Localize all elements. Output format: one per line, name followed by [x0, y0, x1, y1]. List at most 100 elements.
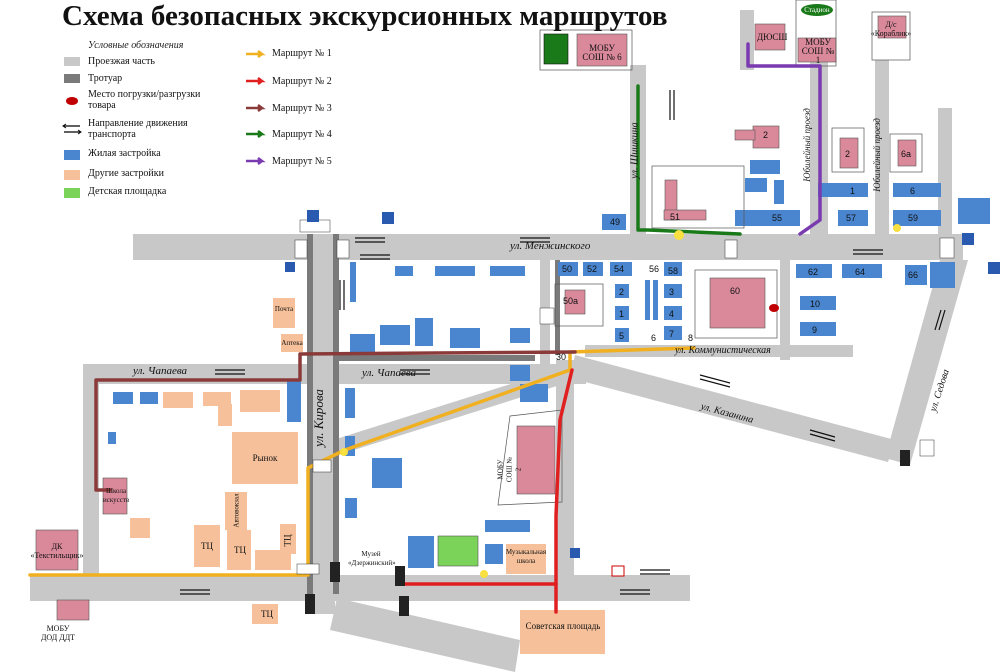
label-muz-shkola: Музыкальная школа	[505, 548, 547, 565]
label-dyussh: ДЮСШ	[757, 32, 788, 42]
num-59: 59	[908, 213, 919, 223]
legend-sidewalk: Тротуар	[88, 73, 123, 84]
num-2-b: 2	[845, 149, 851, 159]
num-49: 49	[610, 217, 621, 227]
label-tc-3: ТЦ	[282, 534, 293, 547]
num-57: 57	[846, 213, 857, 223]
legend-route-2: Маршрут № 2	[272, 76, 332, 87]
street-yubileyny-2: Юбилейный проезд	[871, 118, 882, 192]
num-1: 1	[850, 186, 856, 196]
road-sedova	[885, 260, 968, 465]
sidewalk-chapaeva	[335, 355, 535, 361]
num-56: 56	[649, 264, 660, 274]
street-chapaeva-west: ул. Чапаева	[133, 365, 188, 377]
num-c4: 4	[669, 309, 675, 319]
label-mobu-dod: МОБУ ДОД ДДТ	[40, 624, 76, 642]
legend-route-3: Маршрут № 3	[272, 103, 332, 114]
num-54: 54	[614, 264, 625, 274]
num-64: 64	[855, 267, 866, 277]
crosswalks	[294, 219, 955, 575]
num-55: 55	[772, 213, 783, 223]
num-c3: 3	[669, 287, 675, 297]
legend-route-5: Маршрут № 5	[272, 156, 332, 167]
road-n1	[740, 10, 754, 70]
road-yub2	[875, 60, 889, 236]
route-5	[746, 42, 822, 236]
traffic-arrows	[180, 90, 946, 595]
page-title: Схема безопасных экскурсионных маршрутов	[62, 0, 668, 32]
road-s2	[780, 260, 790, 360]
route-2	[398, 368, 574, 586]
num-2-a: 2	[763, 130, 769, 140]
stadium-field	[543, 33, 569, 65]
street-chapaeva-east: ул. Чапаева	[362, 367, 417, 379]
legend-loading: Место погрузки/разгрузки товара	[88, 89, 201, 111]
label-sosh6: МОБУ СОШ № 6	[582, 43, 622, 62]
stadion-oval	[801, 4, 833, 16]
legend-route-4: Маршрут № 4	[272, 129, 332, 140]
label-apteka: Аптека	[281, 339, 303, 347]
road-ne	[938, 108, 952, 236]
legend-traffic-direction: Направление движения транспорта	[88, 118, 188, 140]
num-6: 6	[910, 186, 916, 196]
legend-route-1: Маршрут № 1	[272, 48, 332, 59]
num-10: 10	[810, 299, 821, 309]
num-50a: 50а	[563, 296, 579, 306]
legend-heading: Условные обозначения	[88, 40, 184, 51]
street-shishkina: ул. Шишкина	[629, 122, 641, 179]
route-4	[636, 84, 742, 236]
label-shkola-iskusstv: Школа искусств	[103, 487, 130, 504]
label-sosh2: МОБУ СОШ № 2	[496, 456, 523, 483]
num-58: 58	[668, 266, 679, 276]
label-stadion: Стадион	[804, 6, 830, 14]
sidewalks	[307, 234, 560, 594]
num-51: 51	[670, 212, 681, 222]
playground	[437, 535, 479, 567]
label-sov-ploshad: Советская площадь	[525, 621, 601, 631]
other-buildings	[130, 298, 605, 654]
legend-other: Другие застройки	[88, 168, 164, 179]
num-30: 30	[556, 352, 567, 362]
num-c2: 2	[619, 287, 625, 297]
sign-markers	[285, 210, 1000, 616]
public-buildings	[35, 15, 917, 621]
street-menzhinskogo: ул. Менжинского	[510, 240, 591, 252]
num-c7: 7	[669, 329, 675, 339]
street-kommunisticheskaya: ул. Коммунистическая	[675, 345, 771, 356]
label-tc-1: ТЦ	[201, 541, 213, 551]
route-1	[28, 346, 696, 577]
label-tc-4: ТЦ	[261, 609, 273, 619]
residential-buildings	[108, 160, 990, 568]
legend-roadway: Проезжая часть	[88, 56, 155, 67]
num-52: 52	[587, 264, 598, 274]
legend-residential: Жилая застройка	[88, 148, 161, 159]
num-66: 66	[908, 270, 919, 280]
sidewalk-kirova-e	[333, 234, 339, 594]
label-dk: ДК «Текстильщик»	[30, 542, 84, 560]
road-s1	[540, 234, 550, 364]
routes	[28, 42, 822, 614]
num-50: 50	[562, 264, 573, 274]
sidewalk-kirova-w	[307, 234, 313, 594]
label-tc-2: ТЦ	[234, 545, 246, 555]
label-pochta: Почта	[274, 305, 294, 313]
road-kirova	[313, 234, 335, 614]
sidewalk-a	[555, 260, 560, 355]
num-60: 60	[730, 286, 741, 296]
legend-swatches	[62, 50, 266, 198]
street-yubileyny-1: Юбилейный проезд	[801, 108, 812, 182]
num-c8: 8	[688, 333, 694, 343]
label-rynok: Рынок	[252, 453, 278, 463]
route-3	[94, 350, 577, 492]
num-c6: 6	[651, 333, 657, 343]
label-sosh1: МОБУ СОШ № 1	[801, 37, 835, 65]
num-9: 9	[812, 325, 818, 335]
label-avtovokzal: Автовокзал	[232, 493, 241, 528]
num-c1: 1	[619, 309, 625, 319]
label-korablik: Д/с «Кораблик»	[870, 20, 912, 38]
road-diag-south	[330, 598, 520, 672]
num-c5: 5	[619, 331, 625, 341]
road-south	[30, 575, 690, 601]
num-6a: 6а	[901, 149, 912, 159]
